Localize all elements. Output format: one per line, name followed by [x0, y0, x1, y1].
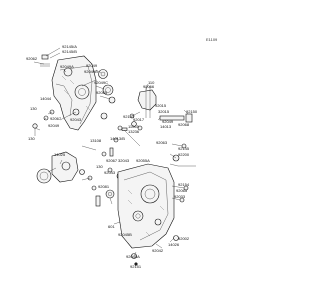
label-92049c: 92049C: [94, 80, 108, 85]
lower-left-parts: [79, 169, 115, 207]
side-cover: [36, 151, 79, 184]
label-92055: 92055: [96, 90, 108, 95]
label-92045a: 92045A: [126, 254, 140, 259]
label-32015: 32015: [158, 109, 170, 114]
crankcase-right-half: [117, 163, 175, 249]
label-14013b: 14013/B: [110, 136, 125, 141]
label-130a: 130: [30, 106, 37, 111]
label-92002: 92002: [178, 236, 190, 241]
label-92055a: 92055A: [136, 158, 150, 163]
label-92143: 92143: [123, 114, 135, 119]
label-14013: 14013: [160, 124, 172, 129]
part-labels: 92145/A 92145/B 92062 92049A 92049 92049…: [26, 44, 198, 269]
bearings-middle: [98, 69, 116, 120]
label-92200: 92200: [178, 152, 190, 157]
shift-assembly: [121, 86, 193, 147]
label-92043b: 92043: [104, 170, 116, 175]
label-92067b: 92067: [106, 158, 118, 163]
label-92145c: 92145: [178, 146, 190, 151]
label-92065: 92065: [176, 188, 188, 193]
pins-left: [32, 54, 55, 136]
label-92043a: 92043: [70, 117, 82, 122]
label-92145a: 92145/A: [62, 44, 77, 49]
label-92145b: 92145/B: [62, 49, 77, 54]
parts-diagram: E1109: [26, 37, 218, 269]
label-14026: 14026: [168, 242, 180, 247]
label-130c: 130: [96, 164, 103, 169]
label-92049d: 92049: [48, 123, 60, 128]
label-92049b: 92049B: [84, 69, 98, 74]
label-13108: 13108: [90, 138, 102, 143]
label-92049: 92049: [86, 63, 98, 68]
label-14044: 14044: [40, 96, 52, 101]
label-11065: 11065: [128, 124, 140, 129]
label-14025: 14025: [54, 152, 66, 157]
label-92049a: 92049A: [60, 64, 74, 69]
label-92062: 92062: [26, 56, 38, 61]
label-92066: 92066: [143, 84, 155, 89]
crankcase-left-half: [51, 55, 97, 131]
label-601: 601: [108, 224, 115, 229]
label-92033: 92033: [174, 194, 186, 199]
label-32043: 32043: [118, 158, 130, 163]
label-92045b: 92045B: [118, 232, 132, 237]
label-92017: 92017: [133, 117, 145, 122]
label-92151: 92151: [130, 264, 142, 269]
label-92042: 92042: [152, 248, 164, 253]
right-fittings: [131, 143, 196, 266]
leader-lines: [33, 47, 189, 257]
label-92067a: 92067: [50, 116, 62, 121]
diagram-code: E1109: [206, 37, 218, 42]
label-130b: 130: [28, 136, 35, 141]
label-92154: 92154: [178, 182, 190, 187]
label-92081: 92081: [98, 184, 110, 189]
label-92015: 92015: [155, 103, 167, 108]
label-13236: 13236: [128, 129, 140, 134]
label-92068: 92068: [178, 122, 190, 127]
label-110: 110: [148, 80, 155, 85]
label-92150: 92150: [186, 109, 198, 114]
label-92049e: 92049: [162, 119, 174, 124]
exploded-view-svg: E1109: [26, 37, 218, 269]
label-92063: 92063: [156, 140, 168, 145]
